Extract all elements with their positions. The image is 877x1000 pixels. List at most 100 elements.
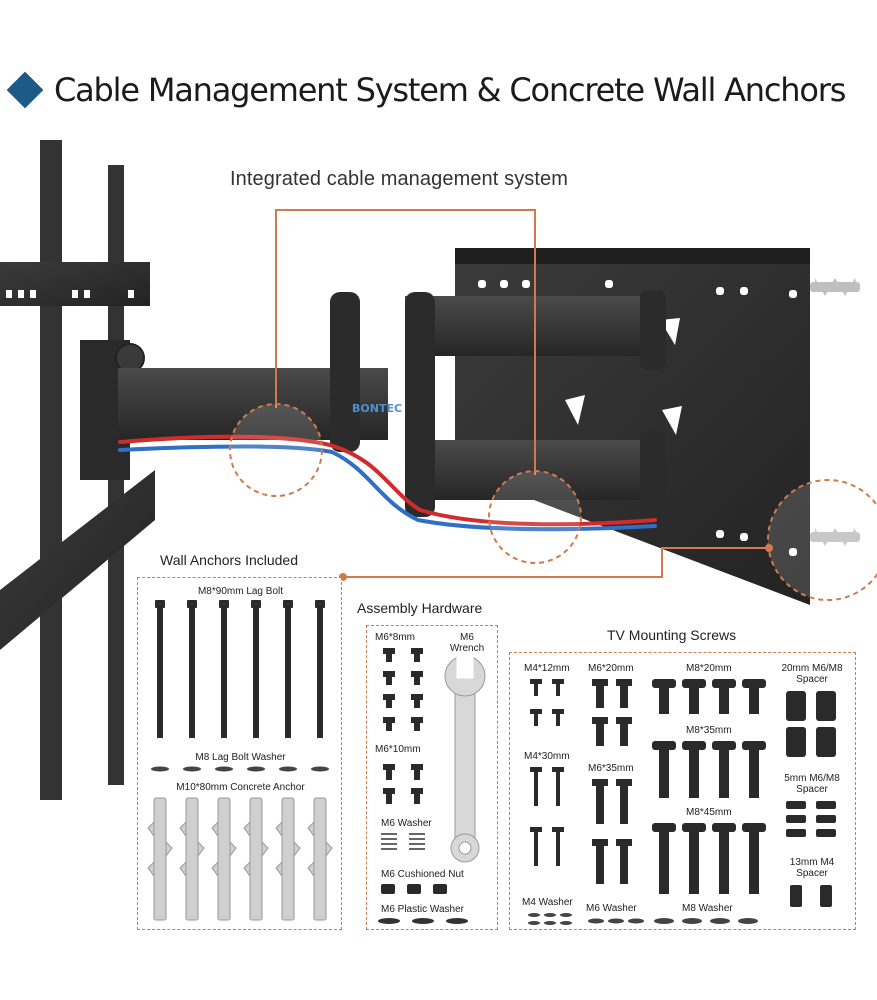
- callout-lines: [229, 209, 877, 601]
- m6-35-label: M6*35mm: [588, 763, 634, 774]
- m8-45-label: M8*45mm: [686, 807, 732, 818]
- screw-icon: [411, 788, 423, 804]
- screw-icon: [530, 679, 542, 696]
- nut-icon: [407, 884, 421, 894]
- section-heading: Cable Management System & Concrete Wall …: [6, 64, 846, 116]
- m6-10-label: M6*10mm: [375, 744, 421, 755]
- spacer-icon: [786, 801, 806, 809]
- washer-icon: [378, 918, 400, 924]
- screw-icon: [411, 671, 423, 685]
- m8-20-label: M8*20mm: [686, 663, 732, 674]
- brand-logo: BONTEC: [352, 402, 402, 415]
- concrete-anchor-icon: [243, 797, 269, 921]
- washer-icon: [654, 918, 674, 924]
- lag-bolt-icon: [219, 600, 229, 738]
- washer-icon: [311, 766, 329, 772]
- screw-icon: [682, 679, 706, 714]
- spacer-icon: [816, 815, 836, 823]
- m4-12-label: M4*12mm: [524, 663, 570, 674]
- screw-icon: [712, 741, 736, 798]
- wall-anchor-hardware: [147, 600, 333, 921]
- wall-anchors-title: Wall Anchors Included: [160, 552, 298, 568]
- tv-screw-parts: [528, 679, 836, 925]
- screw-icon: [383, 648, 395, 662]
- spacer-icon: [786, 727, 806, 757]
- wall-anchors-panel: M8*90mm Lag Bolt M8 Lag Bolt Washer M10*…: [137, 577, 342, 930]
- screw-icon: [552, 679, 564, 696]
- spacer-icon: [786, 829, 806, 837]
- cables: [118, 434, 657, 532]
- screw-icon: [383, 694, 395, 708]
- screw-icon: [616, 679, 632, 708]
- m4-30-label: M4*30mm: [524, 751, 570, 762]
- washer-icon: [183, 766, 201, 772]
- washer-icon: [528, 921, 540, 925]
- screw-icon: [383, 717, 395, 731]
- screw-icon: [411, 764, 423, 780]
- screw-icon: [742, 741, 766, 798]
- spacer-icon: [816, 727, 836, 757]
- spring-washer-icon: [381, 833, 397, 850]
- screw-icon: [652, 823, 676, 894]
- lag-bolt-icon: [315, 600, 325, 738]
- screw-icon: [616, 839, 632, 884]
- cable-management-callout: Integrated cable management system: [230, 168, 569, 190]
- spacer-icon: [816, 801, 836, 809]
- screw-icon: [552, 767, 564, 806]
- washer-icon: [279, 766, 297, 772]
- lag-bolt-icon: [155, 600, 165, 738]
- washer-icon: [710, 918, 730, 924]
- washer-icon: [528, 913, 540, 917]
- screw-icon: [682, 741, 706, 798]
- screw-icon: [652, 679, 676, 714]
- lag-bolt-icon: [251, 600, 261, 738]
- nut-icon: [433, 884, 447, 894]
- spacer-icon: [816, 691, 836, 721]
- lag-bolt-washer-label: M8 Lag Bolt Washer: [195, 752, 286, 763]
- screw-icon: [712, 823, 736, 894]
- m6-8-label: M6*8mm: [375, 632, 416, 643]
- screw-icon: [682, 823, 706, 894]
- lag-bolt-icon: [283, 600, 293, 738]
- m8-35-label: M8*35mm: [686, 725, 732, 736]
- screw-icon: [592, 779, 608, 824]
- screw-icon: [530, 767, 542, 806]
- washer-icon: [682, 918, 702, 924]
- plastic-washer-label: M6 Plastic Washer: [381, 904, 464, 915]
- concrete-anchor-label: M10*80mm Concrete Anchor: [176, 782, 305, 793]
- m4-washer-label: M4 Washer: [522, 897, 573, 908]
- screw-icon: [552, 709, 564, 726]
- screw-icon: [411, 717, 423, 731]
- page-title: Cable Management System & Concrete Wall …: [54, 71, 846, 109]
- spacer-icon: [786, 691, 806, 721]
- screw-icon: [616, 717, 632, 746]
- washer-icon: [544, 921, 556, 925]
- washer-icon: [738, 918, 758, 924]
- m6-washer-label-tv: M6 Washer: [586, 903, 637, 914]
- concrete-anchor-icon: [211, 797, 237, 921]
- washer-icon: [215, 766, 233, 772]
- washer-icon: [588, 918, 604, 924]
- wrench-icon: [444, 651, 486, 863]
- washer-icon: [544, 913, 556, 917]
- lag-bolt-label: M8*90mm Lag Bolt: [197, 586, 284, 597]
- washer-icon: [560, 913, 572, 917]
- screw-icon: [742, 679, 766, 714]
- washer-icon: [446, 918, 468, 924]
- lag-bolt-icon: [187, 600, 197, 738]
- screw-icon: [530, 827, 542, 866]
- screw-icon: [552, 827, 564, 866]
- cushioned-nut-label: M6 Cushioned Nut: [381, 869, 464, 880]
- spacer-icon: [790, 885, 802, 907]
- concrete-anchor-icon: [275, 797, 301, 921]
- spacer-icon: [820, 885, 832, 907]
- tv-mounting-screws-title: TV Mounting Screws: [607, 627, 737, 643]
- screw-icon: [592, 839, 608, 884]
